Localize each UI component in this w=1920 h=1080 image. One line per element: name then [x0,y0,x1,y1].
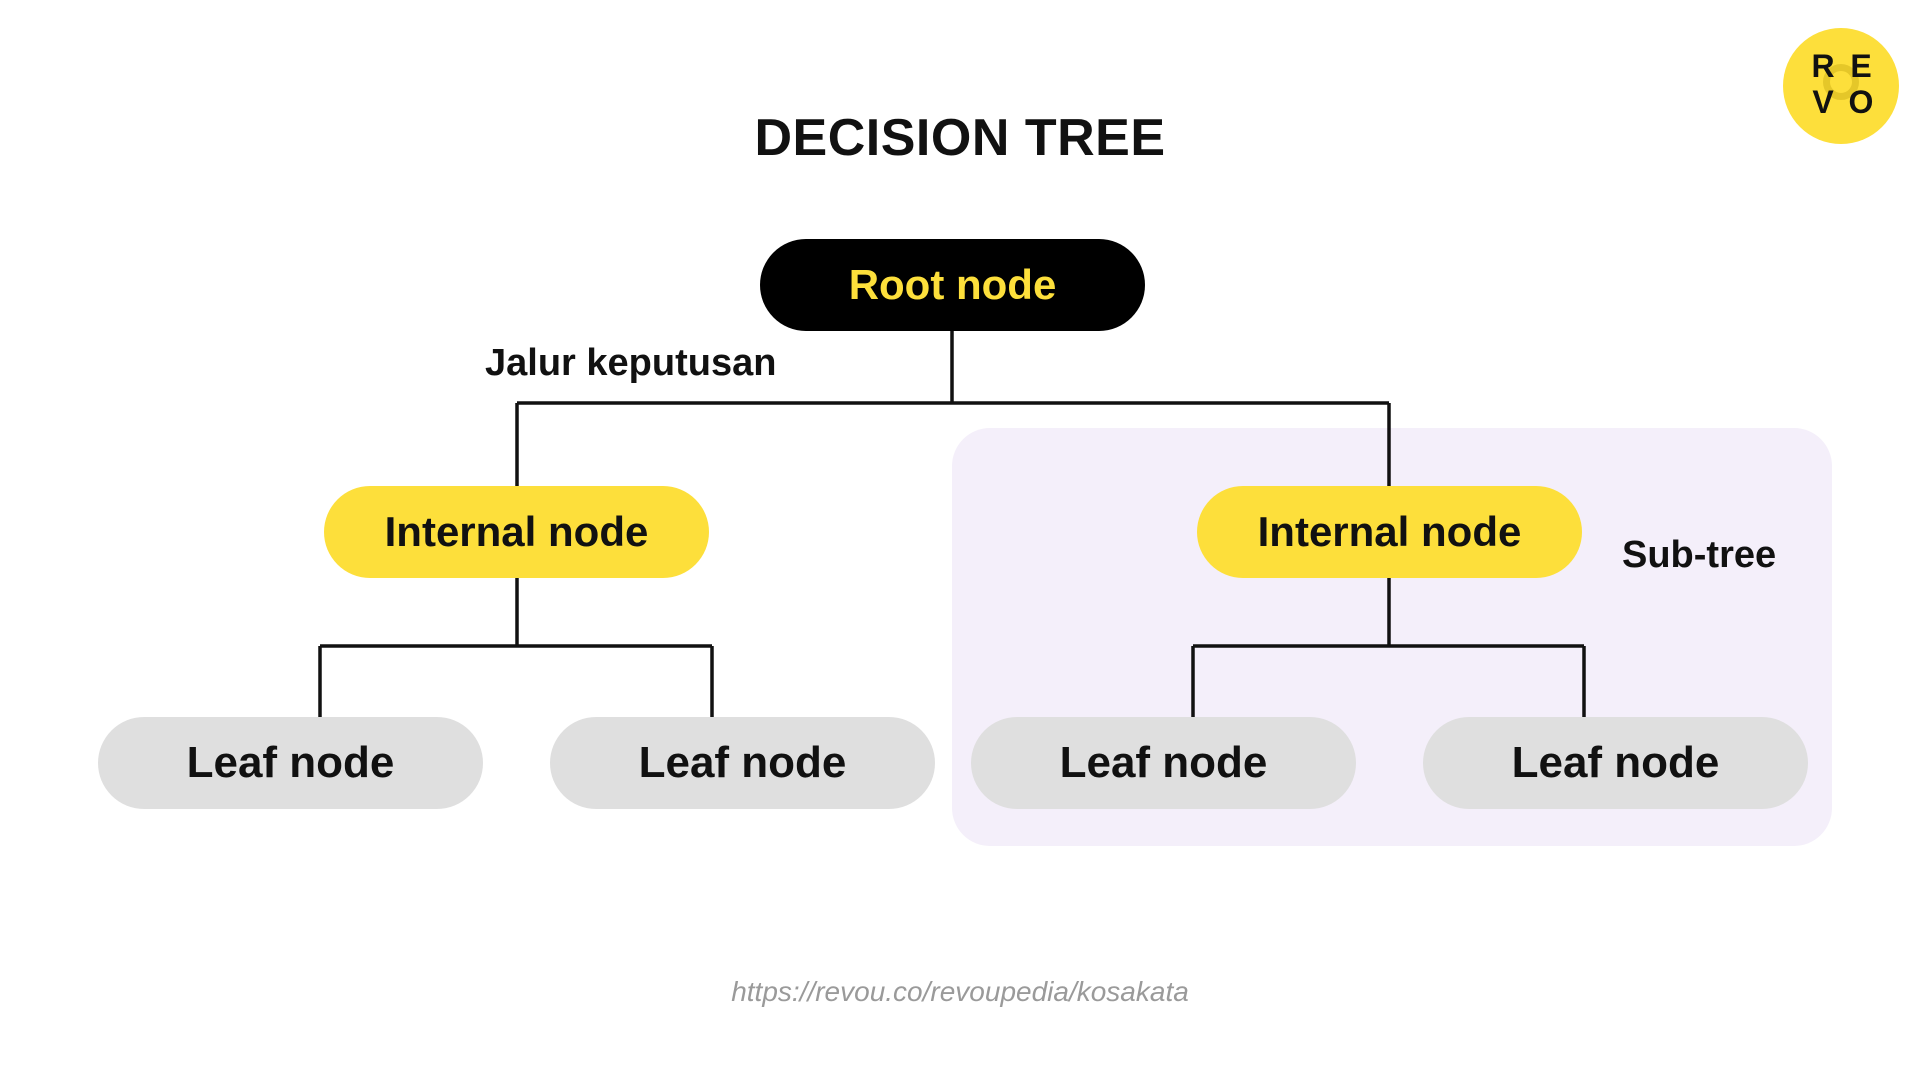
logo-letter-o: O [1848,84,1874,120]
leaf-node-3: Leaf node [971,717,1356,809]
internal-node-right: Internal node [1197,486,1582,578]
logo-letter-v: V [1812,84,1834,120]
internal-node-left: Internal node [324,486,709,578]
leaf-node-4: Leaf node [1423,717,1808,809]
page-title: DECISION TREE [754,109,1166,167]
revou-logo: R E V O [1783,28,1899,144]
decision-path-label: Jalur keputusan [485,342,777,384]
root-connector [515,331,1391,486]
logo-ring-icon [1823,64,1859,100]
logo-letter-r: R [1811,48,1835,84]
leaf-node-2: Leaf node [550,717,935,809]
leaf-node-1: Leaf node [98,717,483,809]
root-node: Root node [760,239,1145,331]
source-url: https://revou.co/revoupedia/kosakata [731,976,1189,1007]
right-subtree-connector [1191,578,1586,717]
left-subtree-connector [318,578,714,717]
subtree-label: Sub-tree [1622,534,1777,576]
logo-letter-e: E [1850,48,1872,84]
